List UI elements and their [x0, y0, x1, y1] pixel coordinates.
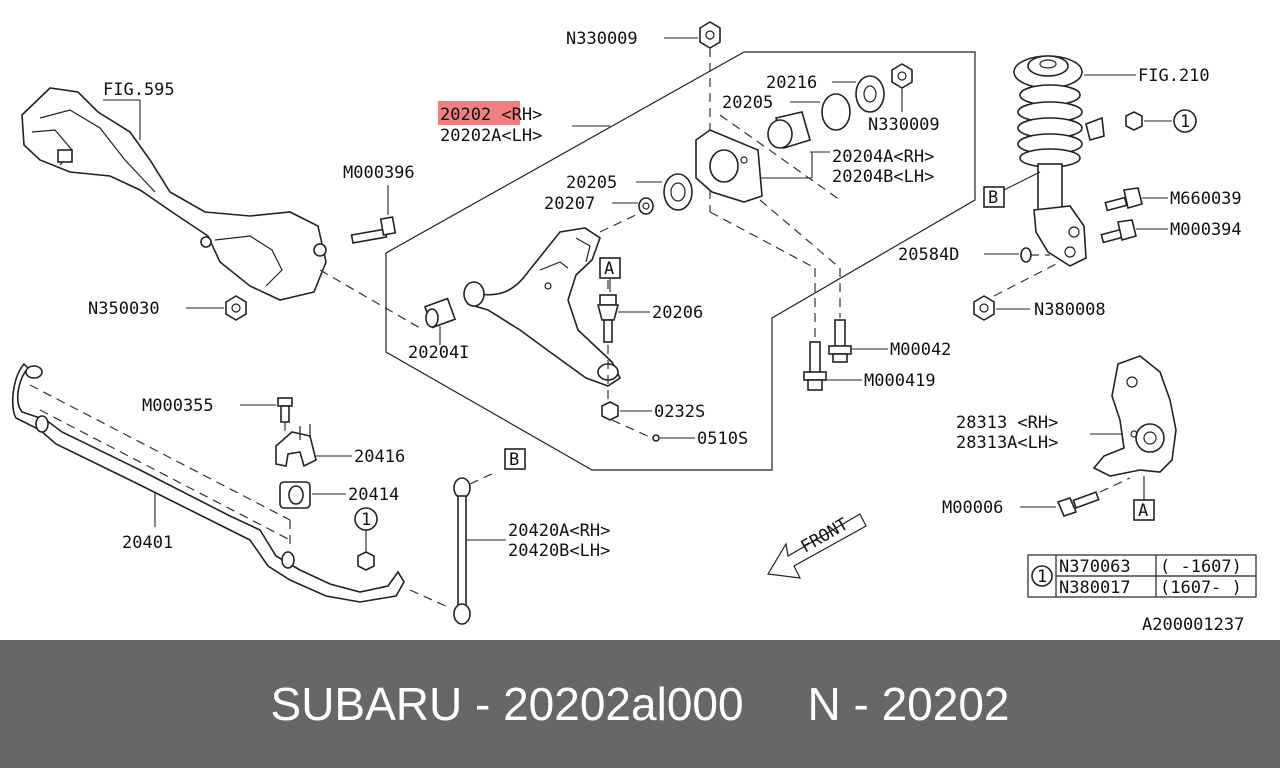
marker-b-link-text: B	[509, 450, 519, 470]
nut-n350030	[225, 295, 247, 321]
fig595-label: FIG.595	[103, 80, 175, 100]
20202-label: 20202 <RH>	[440, 105, 542, 125]
parts-diagram: FIG.595 M000396 N350030 20204I 20206 023	[11, 21, 1257, 635]
20206-label: 20206	[652, 303, 703, 323]
washer-20584d	[1020, 247, 1032, 263]
legend-row1-part: N370063	[1059, 557, 1131, 577]
ref-code: A200001237	[1142, 615, 1244, 635]
washer-20207	[638, 197, 654, 215]
strut-assembly	[1013, 55, 1105, 267]
legend-row2-part: N380017	[1059, 578, 1131, 598]
20401-label: 20401	[122, 533, 173, 553]
n330009-right-label: N330009	[868, 115, 940, 135]
20204a-label: 20204A<RH>	[832, 147, 934, 167]
bracket-20416	[275, 424, 317, 468]
highlight-20202	[438, 101, 520, 125]
bushing-20414	[279, 481, 311, 509]
28313a-label: 28313A<LH>	[956, 433, 1058, 453]
cotter-pin-0510s	[652, 434, 660, 442]
steering-knuckle-28313	[1092, 355, 1177, 477]
m00042-label: M00042	[890, 340, 951, 360]
fig210-label: FIG.210	[1138, 66, 1210, 86]
20205-mid-label: 20205	[566, 173, 617, 193]
marker-b-link	[504, 448, 526, 470]
stabilizer-link-20420a	[453, 477, 471, 625]
legend-row2-range: (1607- )	[1160, 578, 1242, 598]
legend-table: 1 N370063 ( -1607) N380017 (1607- )	[1027, 554, 1257, 598]
footer-text: SUBARU - 20202al000 N - 20202	[270, 678, 1010, 730]
n330009-top-label: N330009	[566, 29, 638, 49]
20416-label: 20416	[354, 447, 405, 467]
nut-circle1-stab	[357, 551, 375, 571]
washer-20216	[855, 75, 885, 113]
20202a-label: 20202A<LH>	[440, 126, 542, 146]
nut-n330009-top	[699, 21, 721, 49]
m660039-label: M660039	[1170, 189, 1242, 209]
m000394-label: M000394	[1170, 220, 1242, 240]
nut-n380008	[973, 295, 995, 321]
crossmember	[21, 87, 327, 301]
nut-0232s	[601, 401, 619, 421]
n380008-label: N380008	[1034, 300, 1106, 320]
nut-n330009-right	[891, 63, 913, 89]
ball-joint-20206	[596, 294, 620, 343]
front-label: FRONT	[798, 514, 852, 557]
circle-1-stab-text: 1	[361, 510, 371, 530]
marker-a-arm-text: A	[604, 259, 614, 279]
marker-b-strut	[983, 186, 1005, 208]
circle-1-strut-text: 1	[1180, 112, 1190, 132]
20420a-label: 20420A<RH>	[508, 521, 610, 541]
legend-row1-range: ( -1607)	[1160, 557, 1242, 577]
bolt-m000355	[277, 397, 293, 423]
washer-20205-mid	[663, 173, 693, 211]
20414-label: 20414	[348, 485, 399, 505]
0510s-label: 0510S	[697, 429, 748, 449]
circle-1-legend	[1031, 565, 1053, 587]
front-arrow-icon	[767, 513, 867, 579]
bolt-m00006	[1056, 491, 1100, 517]
bushing-20204a	[767, 111, 811, 150]
lower-arm	[463, 227, 622, 387]
bushing-20204i	[423, 297, 457, 329]
bolt-m000396	[350, 216, 397, 244]
20216-label: 20216	[766, 73, 817, 93]
bushing-bracket-20204a	[695, 129, 763, 203]
bolt-m660039	[1104, 187, 1143, 212]
circle-1-strut	[1173, 109, 1197, 133]
lower-arm-group-outline	[385, 51, 976, 471]
20205-top-label: 20205	[722, 93, 773, 113]
20420b-label: 20420B<LH>	[508, 541, 610, 561]
circle-1-legend-text: 1	[1037, 567, 1047, 587]
marker-b-strut-text: B	[988, 188, 998, 208]
20207-label: 20207	[544, 194, 595, 214]
m00006-label: M00006	[942, 498, 1003, 518]
20204i-label: 20204I	[408, 343, 469, 363]
0232s-label: 0232S	[654, 402, 705, 422]
nut-circle1-strut	[1125, 111, 1143, 131]
20584d-label: 20584D	[898, 245, 959, 265]
28313-label: 28313 <RH>	[956, 413, 1058, 433]
n350030-label: N350030	[88, 299, 160, 319]
m000355-label: M000355	[142, 396, 214, 416]
bolt-m00042	[828, 319, 852, 363]
m000396-label: M000396	[343, 163, 415, 183]
marker-a-knuckle-text: A	[1138, 501, 1148, 521]
m000419-label: M000419	[864, 371, 936, 391]
footer-banner: SUBARU - 20202al000 N - 20202	[0, 640, 1280, 768]
20204b-label: 20204B<LH>	[832, 167, 934, 187]
stabilizer-bar	[11, 362, 405, 603]
washer-20205-top	[821, 93, 851, 131]
bolt-m000394	[1100, 219, 1137, 244]
bolt-m000419	[803, 341, 827, 391]
